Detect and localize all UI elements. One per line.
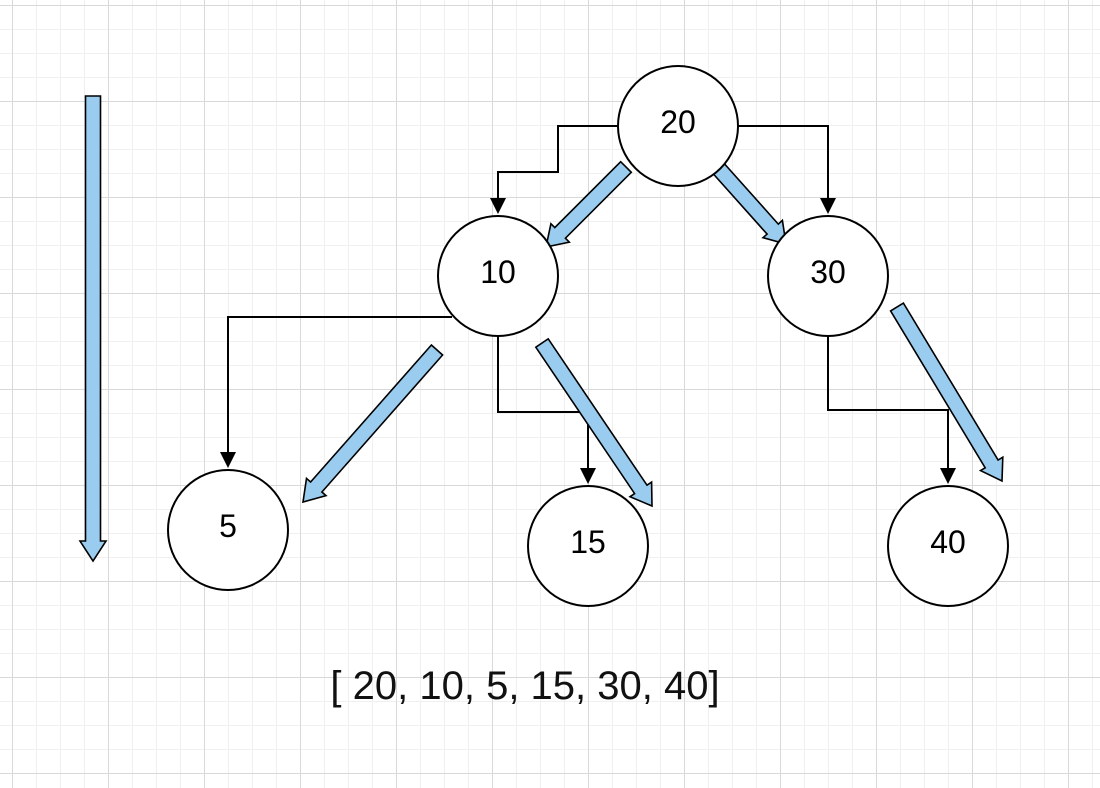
traversal-arrow-10-to-15 [534, 337, 653, 508]
arrow-head-20-to-30 [820, 198, 836, 214]
traversal-arrow-vertical [78, 95, 108, 563]
traversal-arrow-30-to-40 [889, 301, 1004, 483]
node-30: 30 [767, 215, 889, 337]
node-label: 20 [660, 104, 696, 140]
node-10: 10 [437, 215, 559, 337]
node-15: 15 [527, 485, 649, 607]
edge-30-to-40 [827, 336, 949, 470]
node-label: 30 [810, 254, 846, 290]
edge-20-to-30 [738, 125, 829, 200]
arrow-head-30-to-40 [940, 468, 956, 484]
node-20: 20 [617, 65, 739, 187]
node-5: 5 [167, 469, 289, 591]
node-label: 10 [480, 254, 516, 290]
traversal-result: [ 20, 10, 5, 15, 30, 40] [330, 664, 720, 708]
arrow-head-20-to-10 [490, 198, 506, 214]
traversal-arrow-20-to-30 [712, 162, 787, 246]
edge-10-to-5 [227, 316, 452, 454]
node-40: 40 [887, 485, 1009, 607]
node-label: 40 [930, 524, 966, 560]
arrow-head-10-to-15 [580, 468, 596, 484]
edge-20-to-10 [497, 125, 618, 200]
arrow-head-10-to-5 [220, 452, 236, 468]
edge-10-to-15 [497, 336, 589, 470]
traversal-arrow-20-to-10 [544, 160, 633, 249]
traversal-arrow-10-to-5 [302, 343, 444, 504]
node-label: 15 [570, 524, 606, 560]
node-label: 5 [219, 508, 237, 544]
